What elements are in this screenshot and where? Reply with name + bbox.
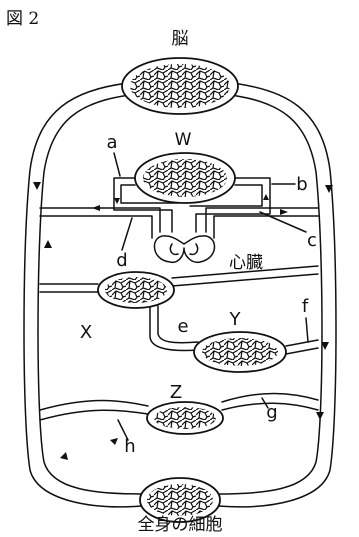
vessel-h-label: h [124,436,135,457]
horizontal-vessel-X [40,266,318,292]
kidney-capillary-bed-Z [147,402,223,434]
figure-label: 図 2 [6,9,39,29]
vessel-a-label: a [106,132,117,153]
vessel-d-label: d [116,250,127,271]
vessel-e-label: e [177,316,188,337]
vessel-f-label: f [302,296,309,317]
brain-capillary-bed [122,58,238,114]
node-Y-label: Y [229,309,242,330]
vessel-c-label: c [307,230,317,251]
body-cells-label: 全身の細胞 [138,515,223,535]
node-W-label: W [175,130,192,150]
vessel-f [286,340,318,354]
lung-capillary-bed-W [135,153,235,203]
intestine-capillary-bed-Y [194,332,286,372]
brain-label: 脳 [172,29,189,49]
vessel-g-label: g [266,402,277,423]
main-horizontal-vessels [40,205,318,238]
vessel-b-label: b [296,174,307,195]
heart-label: 心臓 [229,253,263,273]
liver-capillary-bed-X [98,272,174,308]
vessel-e [150,306,198,350]
heart [154,236,214,262]
node-Z-label: Z [170,382,182,403]
node-X-label: X [80,322,92,343]
